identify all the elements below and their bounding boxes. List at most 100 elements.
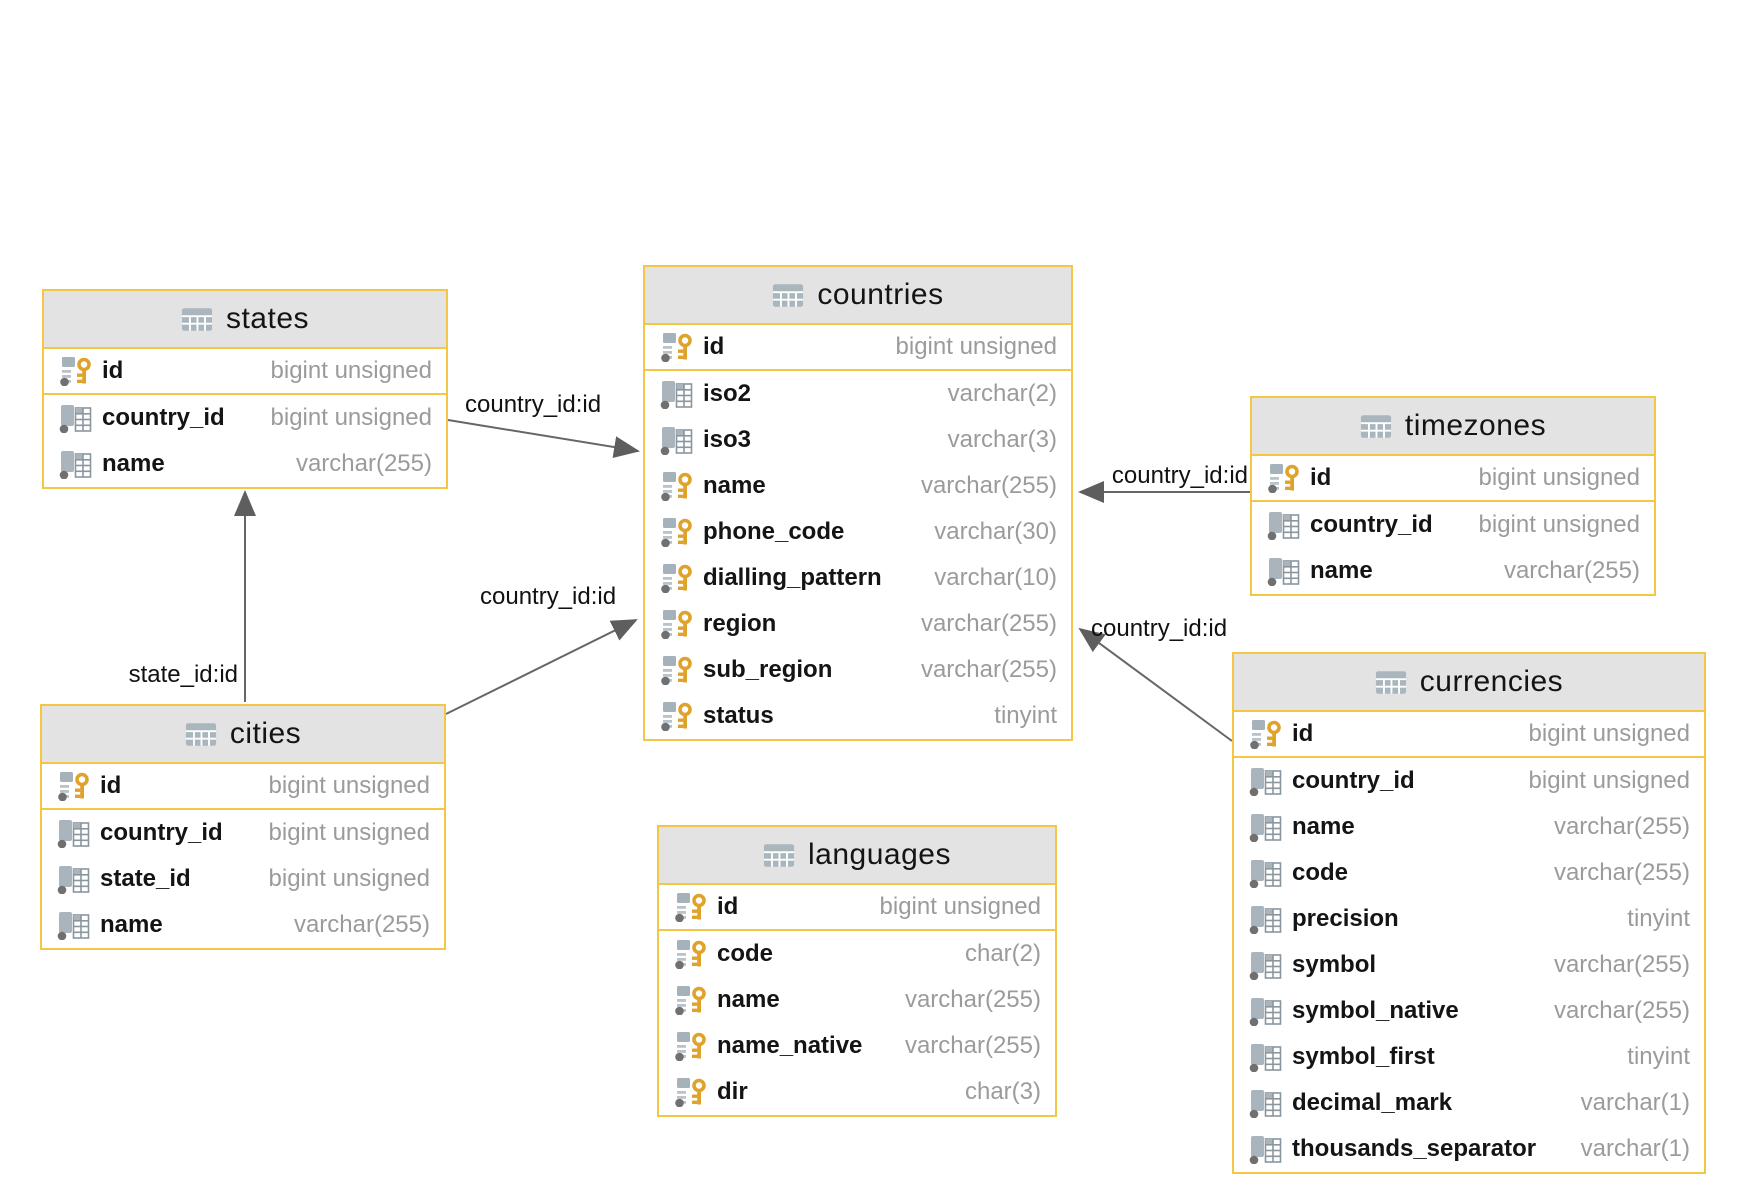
column-type: bigint unsigned xyxy=(1478,511,1640,538)
column-type: varchar(10) xyxy=(934,564,1057,591)
column-row[interactable]: name varchar(255) xyxy=(1252,548,1654,594)
column-icon xyxy=(1248,950,1284,980)
column-icon xyxy=(1248,996,1284,1026)
column-name: name xyxy=(1310,557,1373,584)
column-type: varchar(255) xyxy=(1503,557,1640,584)
column-row[interactable]: country_id bigint unsigned xyxy=(42,810,444,856)
column-type: char(2) xyxy=(964,940,1041,967)
column-name: dir xyxy=(717,1078,748,1105)
column-type: varchar(255) xyxy=(920,610,1057,637)
relation-line-cities-countries[interactable] xyxy=(445,619,638,715)
column-name: country_id xyxy=(100,819,223,846)
column-name: code xyxy=(717,940,774,967)
key-icon xyxy=(673,939,709,969)
column-type: tinyint xyxy=(1627,1043,1690,1070)
relation-line-currencies-countries[interactable] xyxy=(1078,627,1233,742)
column-type: tinyint xyxy=(1627,905,1690,932)
column-name: name_native xyxy=(717,1032,863,1059)
column-type: varchar(255) xyxy=(1553,859,1690,886)
key-icon xyxy=(659,517,695,547)
column-type: bigint unsigned xyxy=(1478,464,1640,491)
column-type: varchar(255) xyxy=(1553,813,1690,840)
table-header[interactable]: countries xyxy=(645,267,1071,325)
table-icon xyxy=(1375,670,1407,695)
key-icon xyxy=(673,1077,709,1107)
table-header[interactable]: cities xyxy=(42,706,444,764)
column-type: bigint unsigned xyxy=(895,333,1057,360)
column-row[interactable]: code char(2) xyxy=(659,931,1055,977)
column-type: bigint unsigned xyxy=(1528,767,1690,794)
table-header[interactable]: languages xyxy=(659,827,1055,885)
key-icon xyxy=(58,356,94,386)
column-type: varchar(255) xyxy=(293,911,430,938)
column-name: symbol xyxy=(1292,951,1377,978)
table-header[interactable]: states xyxy=(44,291,446,349)
relation-line-states-countries[interactable] xyxy=(447,419,640,458)
column-name: status xyxy=(703,702,774,729)
column-icon xyxy=(1248,766,1284,796)
column-name: sub_region xyxy=(703,656,833,683)
column-type: bigint unsigned xyxy=(270,357,432,384)
column-row[interactable]: name varchar(255) xyxy=(1234,804,1704,850)
column-type: bigint unsigned xyxy=(268,865,430,892)
table-title: cities xyxy=(229,717,302,750)
column-name: country_id xyxy=(102,404,225,431)
column-type: bigint unsigned xyxy=(268,819,430,846)
relation-label: state_id:id xyxy=(128,661,238,688)
column-name: name xyxy=(717,986,780,1013)
column-row[interactable]: symbol varchar(255) xyxy=(1234,942,1704,988)
column-icon xyxy=(1248,1042,1284,1072)
table-header[interactable]: currencies xyxy=(1234,654,1704,712)
column-type: varchar(255) xyxy=(920,472,1057,499)
column-name: id xyxy=(1292,720,1314,747)
table-title: currencies xyxy=(1419,665,1564,698)
key-icon xyxy=(56,771,92,801)
column-name: name xyxy=(1292,813,1355,840)
column-icon xyxy=(1266,556,1302,586)
table-header[interactable]: timezones xyxy=(1252,398,1654,456)
column-type: varchar(255) xyxy=(1553,951,1690,978)
table-icon xyxy=(772,283,804,308)
table-title: timezones xyxy=(1404,409,1547,442)
